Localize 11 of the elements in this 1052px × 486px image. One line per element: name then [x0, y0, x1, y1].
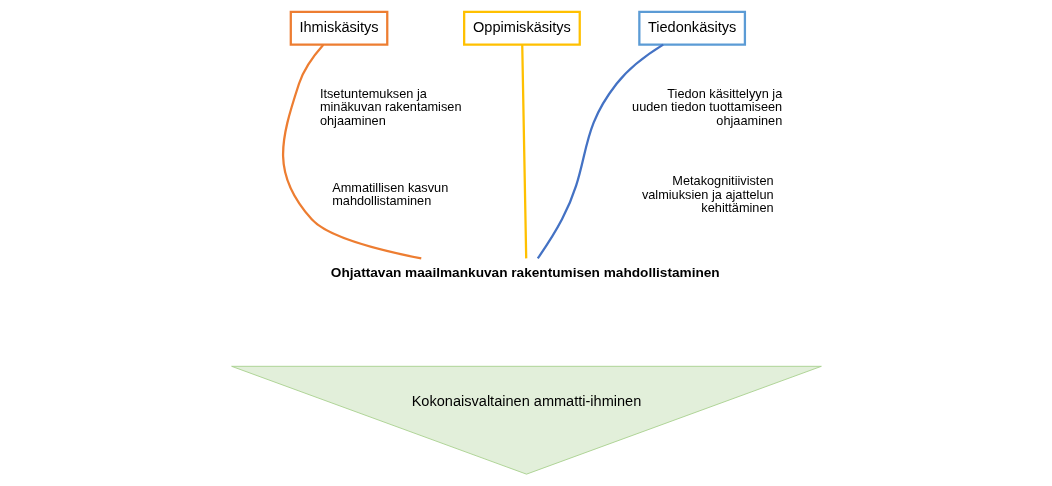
label: Tiedon käsittelyyn ja uuden tiedon tuottamiseen ohjaaminen [631, 85, 782, 128]
label: Metakognitiivisten valmiuksien ja ajattelun kehittäminen [641, 172, 774, 216]
node-box: Ihmiskäsitys [289, 10, 388, 46]
connector [281, 44, 421, 260]
label: Itsetuntemuksen ja minäkuvan rakentamisen ohjaaminen [319, 85, 461, 128]
connector [536, 43, 664, 260]
node-box: Oppimiskäsitys [462, 10, 581, 46]
label: Ammatillisen kasvun mahdollistaminen [331, 179, 448, 209]
node-box: Tiedonkäsitys [637, 10, 746, 46]
node-text: Ohjattavan maailmankuvan rakentumisen mahdollistaminen [330, 265, 720, 281]
connector [520, 44, 527, 259]
